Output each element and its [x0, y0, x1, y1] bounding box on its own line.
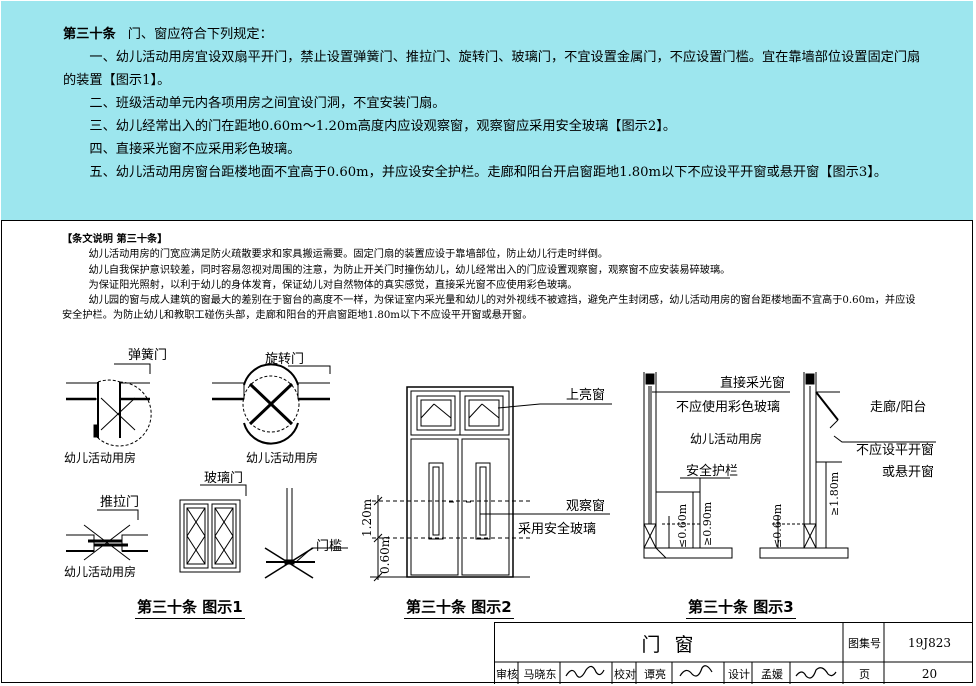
clause-item-2: 二、班级活动单元内各项用房之间宜设门洞，不宜安装门扇。	[89, 96, 446, 111]
room-label-3: 幼儿活动用房	[64, 564, 136, 579]
review-label: 审核	[496, 668, 518, 681]
figure3-caption: 第三十条 图示3	[686, 596, 796, 619]
no-casement-label: 不应设平开窗	[856, 442, 934, 458]
figure1-drawing: 弹簧门 幼儿活动用房 旋转门 幼儿活动用房	[64, 347, 348, 579]
or-hung-label: 或悬开窗	[882, 464, 934, 480]
title-block-lines	[494, 622, 973, 684]
sliding-door-label: 推拉门	[100, 495, 139, 510]
clause-item-3: 三、幼儿经常出入的门在距地0.60m～1.20m高度内应设观察窗，观察窗应采用安…	[89, 119, 677, 134]
dim-1-20m: 1.20m	[360, 498, 374, 537]
clause-intro: 门、窗应符合下列规定：	[127, 27, 273, 42]
signature-designer	[795, 667, 837, 679]
room-label-1: 幼儿活动用房	[64, 450, 136, 465]
clause-intro-line: 第三十条门、窗应符合下列规定：	[63, 23, 923, 46]
page-label: 页	[859, 668, 870, 681]
figure1-caption: 第三十条 图示1	[135, 596, 245, 619]
explanation-para-4: 幼儿园的窗与成人建筑的窗最大的差别在于窗台的高度不一样，为保证室内采光量和幼儿的…	[62, 295, 916, 322]
explanation-para-1: 幼儿活动用房的门宽应满足防火疏散要求和家具搬运需要。固定门扇的装置应设于靠墙部位…	[88, 249, 609, 261]
clause-item-5: 五、幼儿活动用房窗台距楼地面不宜高于0.60m，并应设安全护栏。走廊和阳台开启窗…	[89, 165, 888, 180]
room-label-fig3: 幼儿活动用房	[690, 431, 762, 446]
figure2-caption: 第三十条 图示2	[404, 596, 514, 619]
dim-sill-right: ≤0.60m	[771, 503, 784, 548]
spring-door-label: 弹簧门	[128, 347, 167, 363]
glass-door-elevation	[179, 484, 247, 573]
clause-title: 第三十条	[63, 27, 116, 42]
page-number: 20	[921, 667, 938, 681]
figure2-drawing	[370, 386, 612, 582]
clause-explanation: 【条文说明 第三十条】 幼儿活动用房的门宽应满足防火疏散要求和家具搬运需要。固定…	[62, 232, 922, 324]
check-label: 校对	[614, 668, 636, 681]
signature-checker	[679, 665, 713, 677]
spring-door-plan	[66, 363, 152, 447]
title-block: 门 窗 图集号 19J823 审核 马晓东 校对 谭亮 设计 孟媛 页 20	[494, 622, 973, 684]
clause-item-4: 四、直接采光窗不应采用彩色玻璃。	[89, 142, 301, 157]
dim-rail: ≥0.90m	[701, 501, 714, 546]
clause-text: 第三十条门、窗应符合下列规定： 一、幼儿活动用房宜设双扇平开门，禁止设置弹簧门、…	[63, 23, 923, 184]
dim-0-60m: 0.60m	[378, 535, 392, 574]
room-label-2: 幼儿活动用房	[246, 450, 318, 465]
glass-door-label: 玻璃门	[204, 471, 243, 486]
corridor-label: 走廊/阳台	[870, 399, 926, 415]
guardrail-label: 安全护栏	[686, 463, 738, 479]
revolving-door-plan	[212, 363, 331, 445]
atlas-label: 图集号	[848, 637, 881, 650]
viewing-window-label: 观察窗	[566, 498, 605, 514]
reviewer-name: 马晓东	[523, 668, 557, 681]
drawing-title: 门 窗	[641, 633, 698, 656]
revolving-door-label: 旋转门	[265, 352, 304, 367]
dim-high: ≥1.80m	[828, 471, 841, 516]
atlas-number: 19J823	[908, 636, 951, 650]
safety-glass-label: 采用安全玻璃	[518, 521, 596, 537]
explanation-para-3: 为保证阳光照射，以利于幼儿的身体发育，保证幼儿对自然物体的真实感觉，直接采光窗不…	[88, 279, 578, 291]
signature-reviewer	[565, 665, 605, 678]
no-color-glass-label: 不应使用彩色玻璃	[676, 399, 780, 415]
designer-name: 孟媛	[761, 668, 783, 681]
threshold-section	[264, 488, 348, 579]
checker-name: 谭亮	[644, 668, 666, 681]
sliding-door-plan	[66, 509, 148, 561]
dim-sill-left: ≤0.60m	[676, 503, 689, 548]
threshold-label: 门槛	[316, 539, 342, 554]
transom-label: 上亮窗	[566, 387, 605, 403]
explanation-para-2: 幼儿自我保护意识较差，同时容易忽视对周围的注意，为防止开关门时撞伤幼儿，幼儿经常…	[88, 264, 731, 276]
explanation-heading: 【条文说明 第三十条】	[62, 233, 168, 245]
clause-item-1: 一、幼儿活动用房宜设双扇平开门，禁止设置弹簧门、推拉门、旋转门、玻璃门，不宜设置…	[63, 50, 921, 88]
design-label: 设计	[728, 668, 750, 681]
clause-box: 第三十条门、窗应符合下列规定： 一、幼儿活动用房宜设双扇平开门，禁止设置弹簧门、…	[1, 1, 973, 221]
direct-window-label: 直接采光窗	[720, 375, 785, 391]
figure3-drawing	[643, 372, 936, 559]
